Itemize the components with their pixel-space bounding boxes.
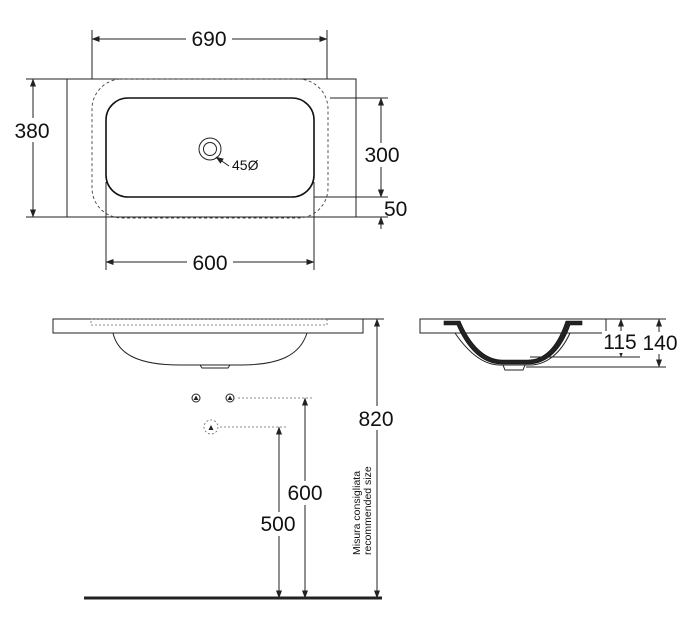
recommended-note-line2: recommended size bbox=[362, 466, 374, 555]
total-height-label: 140 bbox=[642, 332, 677, 355]
side-view-bowl-outer bbox=[454, 332, 571, 366]
trap-height-label: 600 bbox=[287, 482, 322, 505]
top-view-dashed-outline bbox=[91, 78, 329, 219]
side-view-slab bbox=[419, 318, 607, 334]
floor-to-top-label: 820 bbox=[358, 408, 393, 431]
hole-left bbox=[191, 393, 201, 403]
side-view-drain bbox=[502, 364, 526, 371]
width-label: 690 bbox=[191, 28, 226, 51]
bowl-width-label: 600 bbox=[192, 252, 227, 275]
side-view-bowl-wall bbox=[443, 320, 583, 365]
top-view: 45Ø 690 380 300 50 600 bbox=[10, 27, 407, 275]
top-view-bowl bbox=[105, 97, 315, 198]
trap-marker bbox=[203, 419, 219, 435]
drain-height-label: 500 bbox=[260, 513, 295, 536]
bowl-depth-label: 300 bbox=[364, 144, 399, 167]
rim-label: 50 bbox=[384, 198, 407, 221]
depth-label: 380 bbox=[14, 120, 49, 143]
front-view-slab bbox=[52, 318, 364, 334]
front-view-slab-recess bbox=[90, 318, 328, 326]
drain-leader bbox=[215, 156, 230, 167]
drain-label: 45Ø bbox=[232, 157, 259, 173]
recommended-note-line1: Misura consigliata bbox=[351, 471, 363, 555]
drain-outer-circle bbox=[198, 137, 222, 161]
bowl-height-label: 115 bbox=[603, 331, 636, 354]
hole-right bbox=[225, 393, 235, 403]
front-view: 820 600 500 Misura consigliata recommend… bbox=[52, 318, 399, 600]
front-view-drain bbox=[199, 364, 231, 369]
drain-inner-circle bbox=[203, 142, 217, 156]
side-view: 115 140 bbox=[419, 318, 680, 371]
front-view-bowl bbox=[112, 332, 308, 366]
